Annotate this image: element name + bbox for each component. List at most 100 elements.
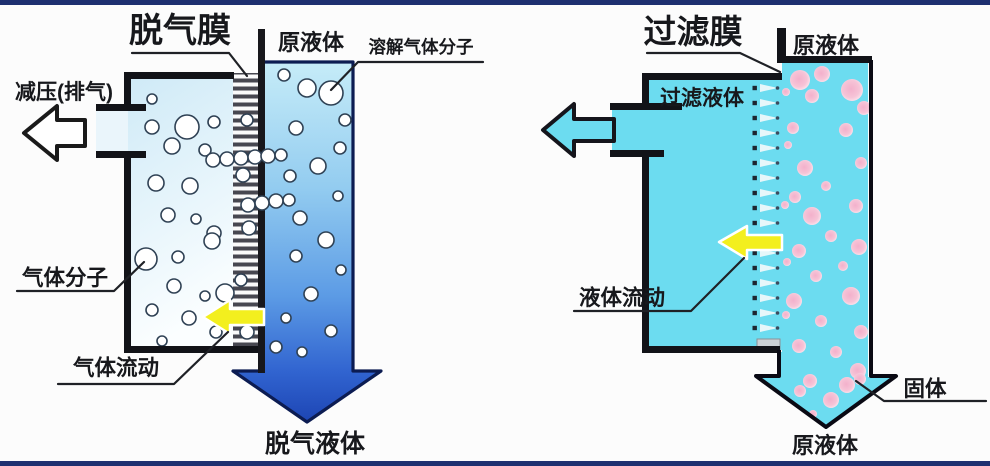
membrane-pore-tip <box>775 266 780 270</box>
membrane-pore-dot <box>752 205 757 211</box>
gas-bubble <box>240 197 256 213</box>
membrane-pore-channel <box>760 99 778 107</box>
solid-particle <box>842 287 860 305</box>
gas-bubble <box>318 80 344 106</box>
gas-bubble <box>289 249 303 263</box>
membrane-pore-tip <box>775 191 780 195</box>
membrane-pore-channel <box>760 84 778 92</box>
membrane-pore-tip <box>775 161 780 165</box>
membrane-pore-channel <box>760 144 778 152</box>
solid-particle <box>787 122 799 134</box>
gas-bubble <box>199 290 211 302</box>
gas-bubble <box>288 120 304 136</box>
membrane-pore-tip <box>775 221 780 225</box>
solid-particle <box>814 66 830 82</box>
gas-bubble <box>234 273 248 287</box>
gas-bubble <box>156 335 168 347</box>
gas-bubble <box>146 93 158 105</box>
membrane-pore-dot <box>752 250 757 256</box>
membrane-pore-dot <box>752 85 757 91</box>
membrane-pore-dot <box>752 280 757 286</box>
solid-particle <box>830 346 842 358</box>
gas-flow-arrow-icon <box>201 298 266 336</box>
gas-bubble <box>181 177 199 195</box>
membrane-pore-tip <box>775 116 780 120</box>
gas-bubble <box>324 324 338 338</box>
solid-particle <box>857 101 871 115</box>
dissolved-gas-label: 溶解气体分子 <box>369 37 474 57</box>
membrane-pore-dot <box>752 265 757 271</box>
membrane-pore-tip <box>775 206 780 210</box>
membrane-pore-tip <box>775 296 780 300</box>
bottom-border-band <box>0 461 990 466</box>
gas-bubble <box>240 113 254 127</box>
membrane-pore-dot <box>752 220 757 226</box>
gas-bubble <box>332 190 344 202</box>
degassing-membrane-panel: 脱气膜 原液体 溶解气体分子 减压(排气) 气体分子 气体流动 脱气液体 <box>15 12 485 458</box>
membrane-pore-channel <box>760 204 778 212</box>
membrane-pore-tip <box>775 101 780 105</box>
solid-particle <box>789 191 801 203</box>
membrane-pore-dot <box>752 295 757 301</box>
solid-particle <box>786 293 802 309</box>
membrane-pore-dot <box>752 145 757 151</box>
gas-bubble <box>166 278 182 294</box>
gas-bubble <box>309 157 327 175</box>
membrane-pore-dot <box>752 100 757 106</box>
gas-bubble <box>203 232 221 250</box>
gas-bubble <box>274 148 288 162</box>
gas-bubble <box>145 303 159 317</box>
solid-particle <box>803 374 817 388</box>
gas-bubble <box>296 346 308 358</box>
gas-bubble <box>239 324 255 340</box>
vacuum-chamber-borders <box>96 72 258 353</box>
membrane-pore-dot <box>752 190 757 196</box>
solid-particle <box>854 325 868 339</box>
gas-bubble <box>333 141 347 155</box>
membrane-pore-dot <box>752 310 757 316</box>
solid-particle <box>810 270 822 282</box>
gas-bubble <box>317 231 335 249</box>
left-panel-title: 脱气膜 <box>129 12 231 50</box>
dissolved-gas-leader <box>329 60 485 92</box>
filtration-membrane-pores <box>752 84 780 332</box>
membrane-pore-channel <box>760 219 778 227</box>
membrane-pore-tip <box>775 251 780 255</box>
gas-bubble <box>297 78 317 98</box>
gas-bubble <box>181 310 197 326</box>
membrane-pore-channel <box>760 279 778 287</box>
gas-molecule-label: 气体分子 <box>21 265 108 290</box>
right-panel-title: 过滤膜 <box>644 13 743 50</box>
filtrate-pipe <box>612 110 652 151</box>
gas-bubble <box>268 193 284 209</box>
filter-chamber-borders <box>610 28 872 353</box>
membrane-pore-dot <box>752 175 757 181</box>
solid-particle <box>803 207 821 225</box>
membrane-pore-channel <box>760 264 778 272</box>
gas-bubble <box>247 149 263 165</box>
solid-particle <box>805 89 819 103</box>
filtered-liquid-chamber <box>648 79 784 350</box>
gas-bubble <box>198 143 212 157</box>
membrane-pore-dot <box>752 160 757 166</box>
solid-particle <box>794 385 806 397</box>
top-border-band <box>0 0 990 5</box>
solid-particle <box>841 79 863 101</box>
membrane-pore-dot <box>752 130 757 136</box>
liquid-flow-arrow-icon <box>717 224 784 261</box>
membrane-pore-channel <box>760 129 778 137</box>
membrane-pore-channel <box>760 174 778 182</box>
solid-particle <box>851 239 867 255</box>
membrane-pore-tip <box>775 131 780 135</box>
gas-bubble <box>338 113 352 127</box>
gas-bubble <box>292 210 308 226</box>
gas-bubble <box>190 213 202 225</box>
solid-particle <box>782 311 790 319</box>
membrane-pore-tip <box>775 86 780 90</box>
gas-bubble <box>171 250 185 264</box>
membrane-pore-dot <box>752 325 757 331</box>
solid-label: 固体 <box>903 377 947 401</box>
solid-particle <box>781 201 789 209</box>
